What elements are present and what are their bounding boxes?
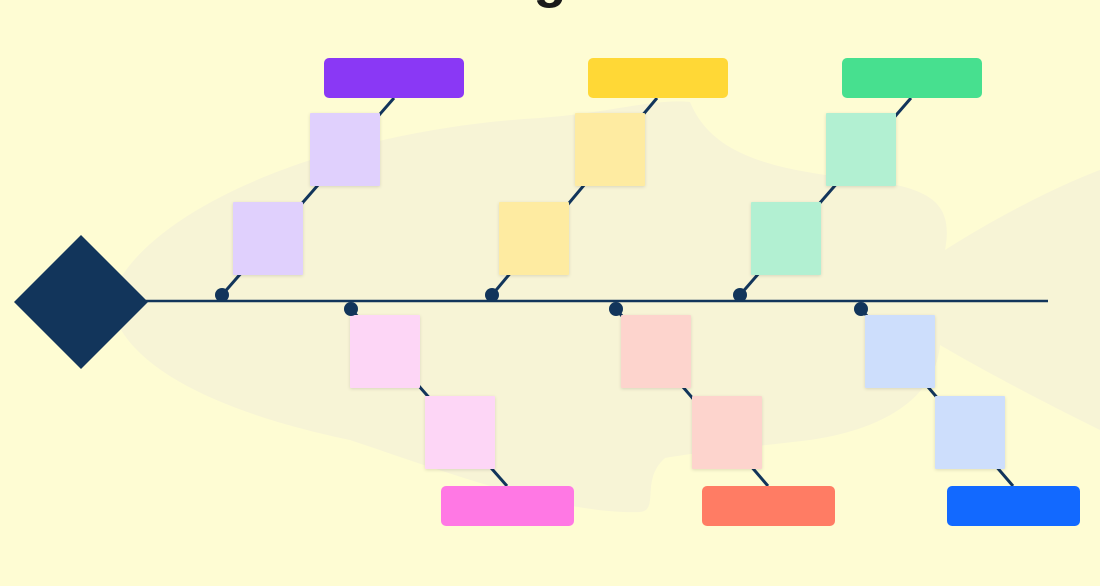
fish-head-diamond[interactable] [14, 235, 148, 369]
top-2-header[interactable] [588, 58, 728, 98]
bottom-3-header[interactable] [947, 486, 1080, 526]
top-3-joint [733, 288, 747, 302]
bottom-1-notes [350, 315, 495, 469]
category-headers [324, 58, 1080, 526]
bottom-1-note-upper[interactable] [350, 315, 420, 388]
top-2-note-upper[interactable] [575, 113, 645, 186]
top-3-note-lower[interactable] [751, 202, 821, 275]
top-3-note-upper[interactable] [826, 113, 896, 186]
top-1-header[interactable] [324, 58, 464, 98]
top-2-notes [499, 113, 645, 275]
bottom-3-joint [854, 302, 868, 316]
top-1-note-upper[interactable] [310, 113, 380, 186]
top-3-notes [751, 113, 896, 275]
bottom-1-note-lower[interactable] [425, 396, 495, 469]
top-1-note-lower[interactable] [233, 202, 303, 275]
bottom-2-note-upper[interactable] [621, 315, 691, 388]
sticky-notes [233, 113, 1005, 469]
spine-joints [215, 288, 868, 316]
bottom-2-header[interactable] [702, 486, 835, 526]
fish-silhouette [110, 101, 1100, 513]
bottom-2-notes [621, 315, 762, 469]
bottom-2-joint [609, 302, 623, 316]
top-2-joint [485, 288, 499, 302]
page-title-fragment: g [520, 0, 580, 12]
bottom-3-note-upper[interactable] [865, 315, 935, 388]
top-3-header[interactable] [842, 58, 982, 98]
top-1-notes [233, 113, 380, 275]
top-1-joint [215, 288, 229, 302]
bottom-2-note-lower[interactable] [692, 396, 762, 469]
bottom-1-header[interactable] [441, 486, 574, 526]
bottom-1-joint [344, 302, 358, 316]
bottom-3-notes [865, 315, 1005, 469]
top-2-note-lower[interactable] [499, 202, 569, 275]
bottom-3-note-lower[interactable] [935, 396, 1005, 469]
